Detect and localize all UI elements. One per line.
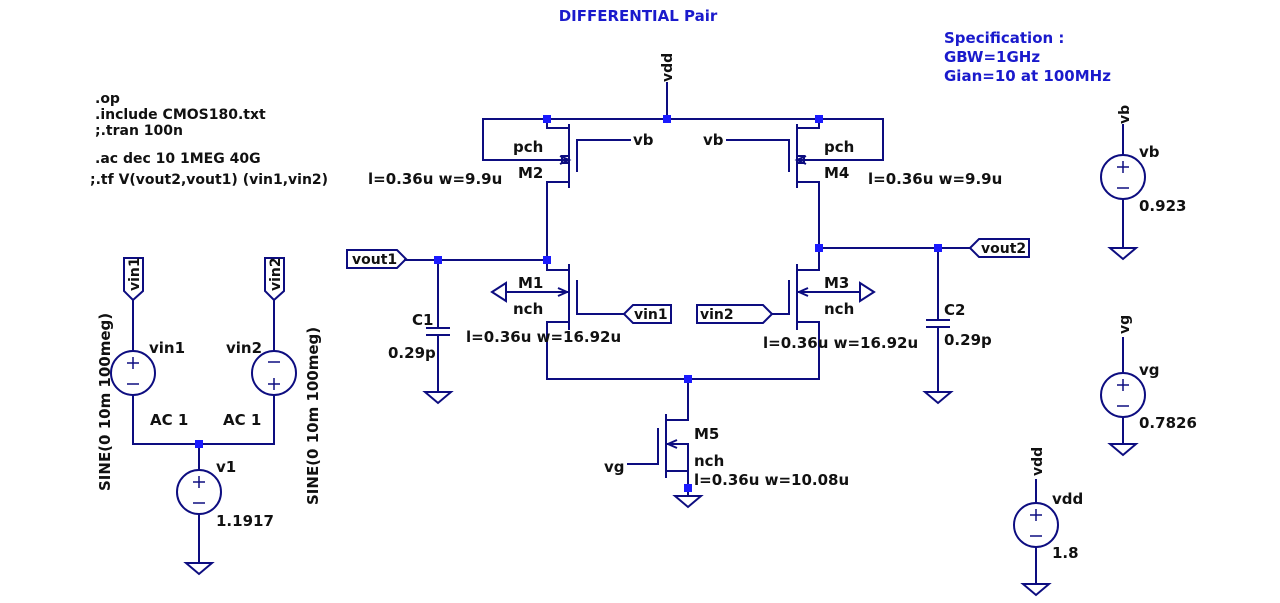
vin1-net-flag [123, 257, 144, 352]
m1-name: M1 [518, 274, 543, 292]
vin1-gate-flag [622, 304, 672, 324]
vin1-voltage-source [110, 350, 156, 445]
c2-value: 0.29p [944, 331, 992, 349]
directive-tran: ;.tran 100n [95, 123, 183, 139]
m1-nmos-symbol [490, 259, 625, 380]
m3-size: l=0.36u w=16.92u [763, 334, 918, 352]
vout2-port-flag [968, 238, 1030, 258]
junction-dots [195, 115, 942, 492]
vdd-value: 1.8 [1052, 544, 1079, 562]
vout1-port-label: vout1 [352, 252, 397, 268]
vout2-port-label: vout2 [981, 241, 1026, 257]
vin2-net-label: vin2 [268, 257, 284, 291]
vdd-rail [482, 82, 884, 120]
vb-source-name: vb [1139, 143, 1160, 161]
c1-name: C1 [412, 311, 433, 329]
vg-source-name: vg [1139, 361, 1160, 379]
tail-node [546, 378, 820, 421]
vout1-net [404, 259, 548, 329]
m5-model: nch [694, 452, 724, 470]
vin1-source-name: vin1 [149, 339, 185, 357]
spec-line-gbw: GBW=1GHz [944, 48, 1040, 66]
directive-include: .include CMOS180.txt [95, 107, 266, 123]
directive-ac: .ac dec 10 1MEG 40G [95, 151, 261, 167]
m3-model: nch [824, 300, 854, 318]
vb-source-net-label: vb [1117, 105, 1133, 124]
m1-size: l=0.36u w=16.92u [466, 328, 621, 346]
vin2-gate-flag [696, 304, 774, 324]
m4-size: l=0.36u w=9.9u [868, 170, 1002, 188]
vg-value: 0.7826 [1139, 414, 1197, 432]
spec-heading: Specification : [944, 29, 1064, 47]
vin2-net-flag [264, 257, 285, 352]
vb-value: 0.923 [1139, 197, 1186, 215]
vg-voltage-source [1100, 337, 1146, 456]
diagram-title: DIFFERENTIAL Pair [559, 7, 718, 25]
m5-name: M5 [694, 425, 719, 443]
vdd-voltage-source [1013, 479, 1059, 596]
v1-source-name: v1 [216, 458, 236, 476]
vin2-source-name: vin2 [226, 339, 262, 357]
spec-line-gain: Gian=10 at 100MHz [944, 67, 1111, 85]
c1-capacitor [424, 327, 452, 404]
vb-voltage-source [1100, 124, 1146, 260]
c2-capacitor [924, 319, 952, 404]
m5-size: l=0.36u w=10.08u [694, 471, 849, 489]
vin2-sine: SINE(0 10m 100meg) [304, 327, 322, 505]
vdd-source-net-label: vdd [1030, 447, 1046, 476]
m4-name: M4 [824, 164, 849, 182]
v1-value: 1.1917 [216, 512, 274, 530]
vin1-sine: SINE(0 10m 100meg) [96, 313, 114, 491]
m2-size: l=0.36u w=9.9u [368, 170, 502, 188]
vin1-ac: AC 1 [150, 411, 188, 429]
m5-nmos-symbol [627, 414, 702, 508]
vin1-gate-label: vin1 [634, 307, 668, 323]
m3-nmos-symbol [771, 247, 876, 380]
c2-name: C2 [944, 301, 965, 319]
vout2-net [818, 247, 971, 321]
m2-gate-label: vb [633, 131, 654, 149]
m2-model: pch [513, 138, 543, 156]
m1-model: nch [513, 300, 543, 318]
vdd-rail-label: vdd [660, 53, 676, 82]
vout1-port-flag [346, 249, 408, 269]
m2-pmos-symbol [482, 118, 631, 261]
vin2-ac: AC 1 [223, 411, 261, 429]
m4-gate-label: vb [703, 131, 724, 149]
vin2-gate-label: vin2 [700, 307, 734, 323]
directive-op: .op [95, 91, 120, 107]
m2-name: M2 [518, 164, 543, 182]
v1-common-mode-source [132, 443, 275, 575]
vin1-net-label: vin1 [127, 257, 143, 291]
vg-source-net-label: vg [1117, 315, 1133, 334]
vdd-source-name: vdd [1052, 490, 1083, 508]
vin2-voltage-source [251, 350, 297, 445]
directive-tf: ;.tf V(vout2,vout1) (vin1,vin2) [90, 172, 328, 188]
m3-name: M3 [824, 274, 849, 292]
m4-model: pch [824, 138, 854, 156]
m4-pmos-symbol [726, 118, 884, 249]
c1-value: 0.29p [388, 344, 436, 362]
m5-gate-label: vg [604, 458, 625, 476]
